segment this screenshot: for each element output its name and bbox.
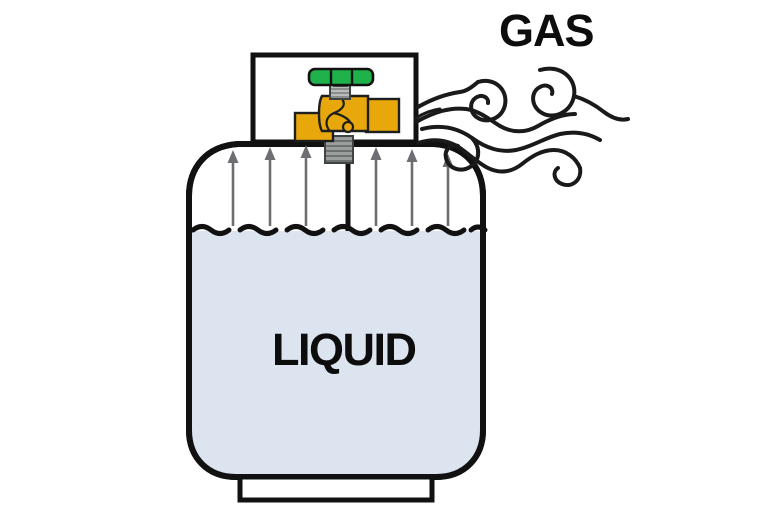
liquid-label: LIQUID xyxy=(272,324,417,375)
valve-handle-icon[interactable] xyxy=(307,67,375,87)
up-arrow-icon xyxy=(300,145,312,226)
up-arrow-icon xyxy=(370,147,382,226)
liquid-fill xyxy=(189,231,483,477)
gas-label: GAS xyxy=(499,5,595,56)
liquid-surface-wave xyxy=(190,224,488,236)
up-arrow-icon xyxy=(406,149,418,226)
liquid-fill-group xyxy=(189,231,483,477)
valve-right-port-icon xyxy=(364,97,401,134)
up-arrow-icon xyxy=(227,150,239,226)
wind-swirl-icon xyxy=(414,66,630,187)
tank-foot-icon xyxy=(237,474,435,503)
valve-body-icon xyxy=(317,94,370,133)
tank-body-outline-overlay xyxy=(186,141,486,480)
vapor-arrows-group xyxy=(227,145,454,226)
valve-assembly-group[interactable] xyxy=(293,67,401,164)
valve-inner-detail-icon xyxy=(325,95,355,134)
up-arrow-icon xyxy=(264,147,276,226)
